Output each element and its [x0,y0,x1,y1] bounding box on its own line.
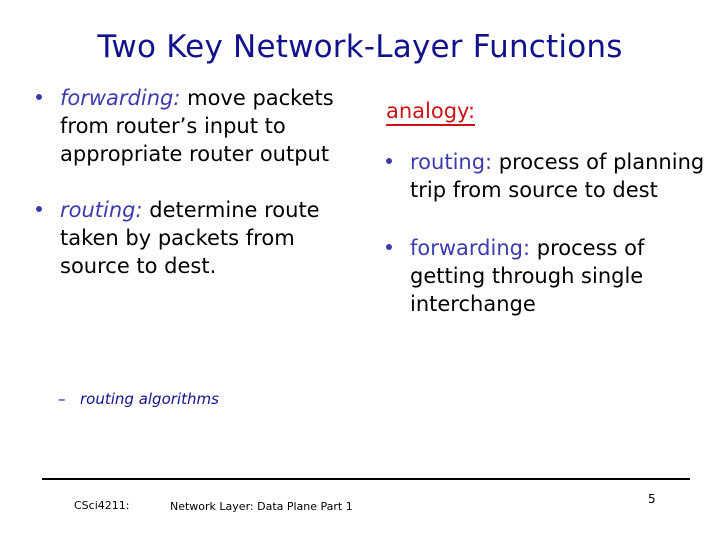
list-item: forwarding: move packets from router’s i… [22,84,362,168]
footer-subject-label: Network Layer: Data Plane Part 1 [170,500,353,513]
page-title: Two Key Network-Layer Functions [97,29,623,65]
list-item: routing: process of planning trip from s… [372,148,708,204]
list-item: routing: determine route taken by packet… [22,196,362,280]
list-item-term: routing: [60,198,143,222]
sub-list-item: –routing algorithms [58,389,219,409]
bullet-dot-icon [36,206,42,212]
analogy-heading: analogy: [386,98,476,126]
right-column: analogy: routing: process of planning tr… [372,98,708,348]
bullet-dot-icon [386,244,392,250]
list-item-term: forwarding: [410,236,531,260]
list-item: forwarding: process of getting through s… [372,234,708,318]
list-item-term: forwarding: [60,86,181,110]
footer-divider [42,478,690,480]
left-column: forwarding: move packets from router’s i… [22,84,362,308]
list-item-term: routing: [410,150,493,174]
page-number: 5 [648,492,656,506]
list-item-text: move packets from router’s input to appr… [60,86,334,166]
list-item-text: determine route taken by packets from so… [60,198,320,278]
list-item-text: process of planning trip from source to … [410,150,705,202]
bullet-dot-icon [36,94,42,100]
footer-course-label: CSci4211: [74,499,130,512]
bullet-dot-icon [386,158,392,164]
list-item-text: process of getting through single interc… [410,236,645,316]
dash-icon: – [58,390,66,408]
sub-list-item-label: routing algorithms [80,390,219,408]
